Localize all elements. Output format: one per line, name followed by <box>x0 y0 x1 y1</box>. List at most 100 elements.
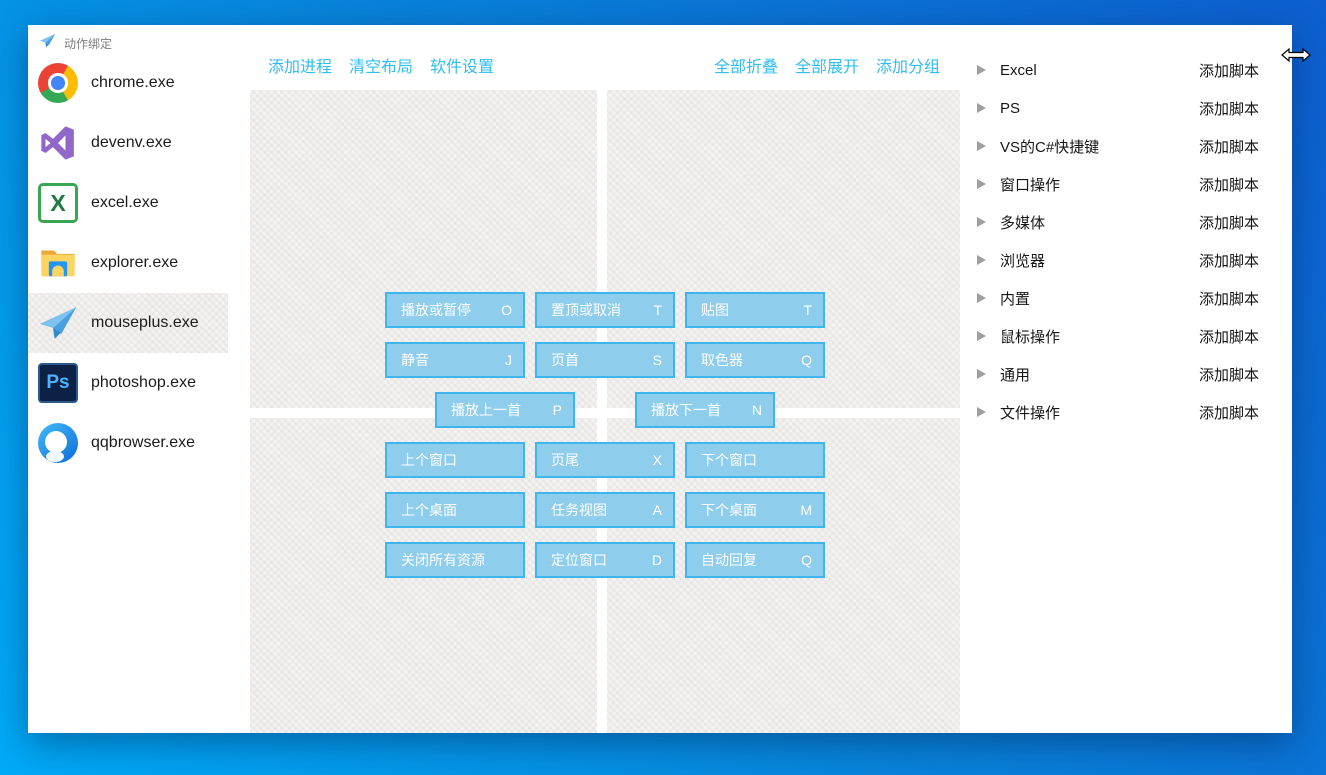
sidebar-item-qqbrowser[interactable]: qqbrowser.exe <box>28 413 228 473</box>
action-label: 置顶或取消 <box>551 302 621 318</box>
collapse-all-link[interactable]: 全部折叠 <box>713 59 778 76</box>
action-label: 贴图 <box>701 302 729 318</box>
action-button-pin-toggle[interactable]: 置顶或取消 T <box>535 292 675 328</box>
action-hotkey: O <box>501 302 512 318</box>
action-label: 播放上一首 <box>451 402 521 418</box>
window-title: 动作绑定 <box>64 37 113 51</box>
add-process-link[interactable]: 添加进程 <box>268 59 333 76</box>
photoshop-icon: Ps <box>38 363 78 403</box>
sidebar-item-devenv[interactable]: devenv.exe <box>28 113 228 173</box>
app-logo-paper-plane-icon <box>39 33 56 48</box>
expand-triangle-icon[interactable] <box>977 255 986 265</box>
group-row-vs-csharp[interactable]: VS的C#快捷键 添加脚本 <box>960 127 1292 165</box>
add-script-button[interactable]: 添加脚本 <box>1198 328 1259 346</box>
sidebar-item-excel[interactable]: X excel.exe <box>28 173 228 233</box>
group-row-builtin[interactable]: 内置 添加脚本 <box>960 279 1292 317</box>
action-button-page-bottom[interactable]: 页尾 X <box>535 442 675 478</box>
add-script-button[interactable]: 添加脚本 <box>1198 366 1259 384</box>
action-hotkey: A <box>652 502 662 518</box>
group-label: 内置 <box>1000 290 1031 308</box>
group-row-browser[interactable]: 浏览器 添加脚本 <box>960 241 1292 279</box>
sidebar-item-chrome[interactable]: chrome.exe <box>28 53 228 113</box>
group-label: 通用 <box>1000 366 1031 384</box>
action-label: 静音 <box>401 352 429 368</box>
action-label: 播放下一首 <box>651 402 721 418</box>
add-group-link[interactable]: 添加分组 <box>875 59 940 76</box>
add-script-button[interactable]: 添加脚本 <box>1198 252 1259 270</box>
action-button-color-picker[interactable]: 取色器 Q <box>685 342 825 378</box>
sidebar-item-label: excel.exe <box>91 194 159 211</box>
add-script-button[interactable]: 添加脚本 <box>1198 62 1259 80</box>
expand-triangle-icon[interactable] <box>977 217 986 227</box>
add-script-button[interactable]: 添加脚本 <box>1198 176 1259 194</box>
group-label: VS的C#快捷键 <box>1000 138 1100 156</box>
sidebar-item-photoshop[interactable]: Ps photoshop.exe <box>28 353 228 413</box>
group-row-ps[interactable]: PS 添加脚本 <box>960 89 1292 127</box>
action-label: 下个桌面 <box>701 502 757 518</box>
expand-triangle-icon[interactable] <box>977 407 986 417</box>
sidebar-item-label: mouseplus.exe <box>91 314 199 331</box>
group-row-general[interactable]: 通用 添加脚本 <box>960 355 1292 393</box>
add-script-button[interactable]: 添加脚本 <box>1198 290 1259 308</box>
action-label: 任务视图 <box>551 502 607 518</box>
action-button-close-all-resources[interactable]: 关闭所有资源 <box>385 542 525 578</box>
software-settings-link[interactable]: 软件设置 <box>430 59 495 76</box>
script-groups-panel: Excel 添加脚本 PS 添加脚本 VS的C#快捷键 添加脚本 窗口操作 添加… <box>960 25 1292 733</box>
paper-plane-icon <box>39 307 77 339</box>
action-button-locate-window[interactable]: 定位窗口 D <box>535 542 675 578</box>
group-label: PS <box>1000 99 1021 117</box>
process-sidebar: chrome.exe devenv.exe X excel.exe <box>28 53 250 733</box>
action-button-page-top[interactable]: 页首 S <box>535 342 675 378</box>
group-row-window-ops[interactable]: 窗口操作 添加脚本 <box>960 165 1292 203</box>
action-hotkey: S <box>652 352 662 368</box>
expand-triangle-icon[interactable] <box>977 293 986 303</box>
expand-triangle-icon[interactable] <box>977 369 986 379</box>
action-label: 上个窗口 <box>401 452 457 468</box>
expand-all-link[interactable]: 全部展开 <box>794 59 859 76</box>
action-label: 页首 <box>551 352 579 368</box>
action-label: 定位窗口 <box>551 552 607 568</box>
add-script-button[interactable]: 添加脚本 <box>1198 404 1259 422</box>
action-button-task-view[interactable]: 任务视图 A <box>535 492 675 528</box>
group-label: Excel <box>1000 61 1037 79</box>
action-label: 页尾 <box>551 452 579 468</box>
sidebar-item-label: chrome.exe <box>91 74 175 91</box>
action-button-next-desktop[interactable]: 下个桌面 M <box>685 492 825 528</box>
expand-triangle-icon[interactable] <box>977 65 986 75</box>
action-button-next-track[interactable]: 播放下一首 N <box>635 392 775 428</box>
group-label: 多媒体 <box>1000 214 1046 232</box>
qqbrowser-icon <box>38 423 78 463</box>
action-button-prev-track[interactable]: 播放上一首 P <box>435 392 575 428</box>
add-script-button[interactable]: 添加脚本 <box>1198 214 1259 232</box>
group-row-multimedia[interactable]: 多媒体 添加脚本 <box>960 203 1292 241</box>
clear-layout-link[interactable]: 清空布局 <box>349 59 414 76</box>
group-row-file-ops[interactable]: 文件操作 添加脚本 <box>960 393 1292 431</box>
expand-triangle-icon[interactable] <box>977 331 986 341</box>
sidebar-item-explorer[interactable]: explorer.exe <box>28 233 228 293</box>
expand-triangle-icon[interactable] <box>977 179 986 189</box>
action-button-next-window[interactable]: 下个窗口 <box>685 442 825 478</box>
action-button-screenshot-paste[interactable]: 贴图 T <box>685 292 825 328</box>
action-button-prev-desktop[interactable]: 上个桌面 <box>385 492 525 528</box>
action-hotkey: P <box>552 402 562 418</box>
group-row-mouse-ops[interactable]: 鼠标操作 添加脚本 <box>960 317 1292 355</box>
gesture-layout-canvas: 播放或暂停 O 置顶或取消 T 贴图 T 静音 J 页首 S 取色器 Q <box>250 90 960 733</box>
sidebar-item-mouseplus-selected[interactable]: mouseplus.exe <box>28 293 228 353</box>
group-label: 文件操作 <box>1000 404 1061 422</box>
action-hotkey: D <box>651 552 662 568</box>
action-button-prev-window[interactable]: 上个窗口 <box>385 442 525 478</box>
expand-triangle-icon[interactable] <box>977 141 986 151</box>
add-script-button[interactable]: 添加脚本 <box>1198 100 1259 118</box>
action-hotkey: N <box>751 402 762 418</box>
action-hotkey: T <box>653 302 662 318</box>
action-button-auto-reply[interactable]: 自动回复 Q <box>685 542 825 578</box>
add-script-button[interactable]: 添加脚本 <box>1198 138 1259 156</box>
action-label: 播放或暂停 <box>401 302 471 318</box>
expand-triangle-icon[interactable] <box>977 103 986 113</box>
group-row-excel[interactable]: Excel 添加脚本 <box>960 51 1292 89</box>
action-button-play-pause[interactable]: 播放或暂停 O <box>385 292 525 328</box>
action-label: 下个窗口 <box>701 452 757 468</box>
action-hotkey: X <box>652 452 662 468</box>
action-button-mute[interactable]: 静音 J <box>385 342 525 378</box>
group-label: 鼠标操作 <box>1000 328 1061 346</box>
